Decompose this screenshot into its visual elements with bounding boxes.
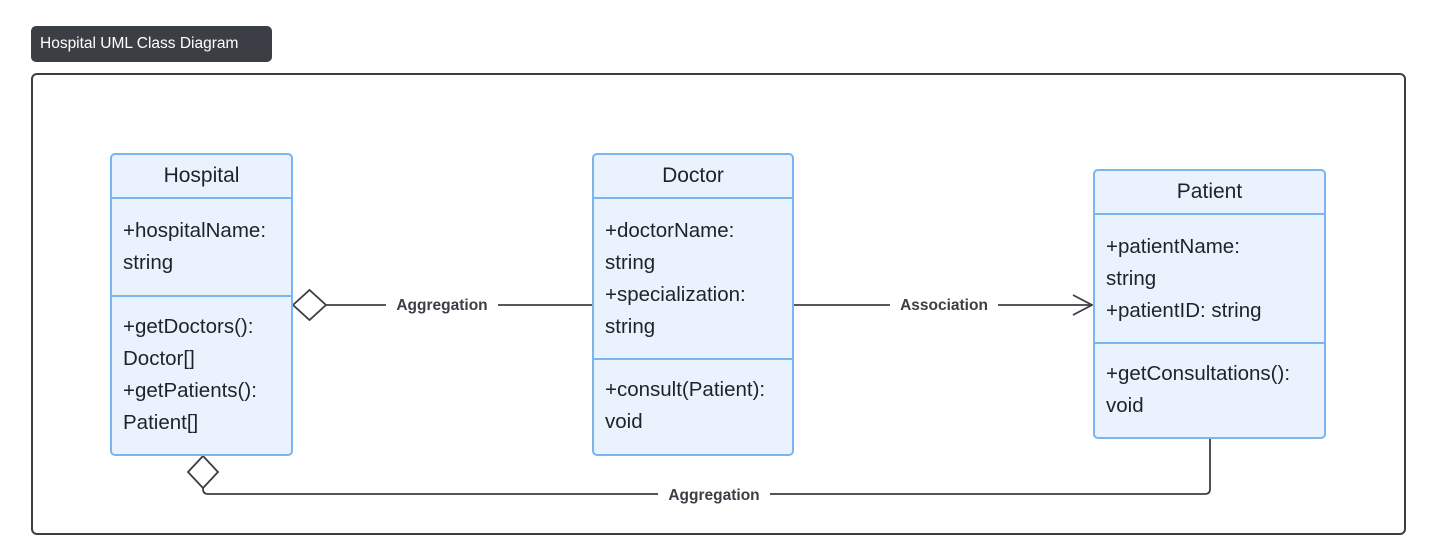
aggregation-diamond-icon xyxy=(291,288,328,322)
attribute-line: +patientName: xyxy=(1106,235,1240,258)
method-line: +getConsultations(): xyxy=(1106,362,1291,385)
edge-hospital-doctor[interactable]: Aggregation xyxy=(291,288,592,322)
edge-label-hospital-patient: Aggregation xyxy=(668,487,759,504)
edge-label-bg xyxy=(386,294,498,316)
attribute-line: +patientID: string xyxy=(1106,299,1262,322)
class-methods: +getConsultations(): void xyxy=(1095,342,1324,422)
class-name: Doctor xyxy=(594,155,792,199)
class-attributes: +patientName: string +patientID: string xyxy=(1095,231,1324,327)
attribute-line: string xyxy=(1106,267,1157,290)
class-methods: +consult(Patient): void xyxy=(594,358,792,438)
class-hospital[interactable]: Hospital +hospitalName: string +getDocto… xyxy=(110,153,293,456)
edge-label-bg xyxy=(658,484,770,506)
attribute-line: +hospitalName: xyxy=(123,219,267,242)
edge-label-hospital-doctor: Aggregation xyxy=(396,297,487,314)
aggregation-diamond-icon xyxy=(186,454,220,490)
diagram-title: Hospital UML Class Diagram xyxy=(31,26,272,62)
class-attributes: +doctorName: string +specialization: str… xyxy=(594,215,792,343)
method-line: +getPatients(): xyxy=(123,379,257,402)
method-line: +consult(Patient): xyxy=(605,378,766,401)
method-line: +getDoctors(): xyxy=(123,315,254,338)
attribute-line: string xyxy=(123,251,174,274)
class-attributes: +hospitalName: string xyxy=(112,215,291,279)
method-line: Doctor[] xyxy=(123,347,195,370)
class-patient[interactable]: Patient +patientName: string +patientID:… xyxy=(1093,169,1326,439)
diagram-frame xyxy=(31,73,1406,535)
attribute-line: +doctorName: xyxy=(605,219,735,242)
attribute-line: string xyxy=(605,315,656,338)
edge-label-doctor-patient: Association xyxy=(900,297,988,314)
edge-hospital-patient[interactable]: Aggregation xyxy=(186,438,1211,506)
method-line: void xyxy=(1106,394,1144,417)
class-methods: +getDoctors(): Doctor[] +getPatients(): … xyxy=(112,295,291,439)
class-doctor[interactable]: Doctor +doctorName: string +specializati… xyxy=(592,153,794,456)
open-arrow-icon xyxy=(1072,294,1094,316)
method-line: void xyxy=(605,410,643,433)
attribute-line: +specialization: xyxy=(605,283,746,306)
method-line: Patient[] xyxy=(123,411,199,434)
edge-label-bg xyxy=(890,294,998,316)
attribute-line: string xyxy=(605,251,656,274)
class-name: Patient xyxy=(1095,171,1324,215)
class-name: Hospital xyxy=(112,155,291,199)
edge-doctor-patient[interactable]: Association xyxy=(794,294,1094,316)
